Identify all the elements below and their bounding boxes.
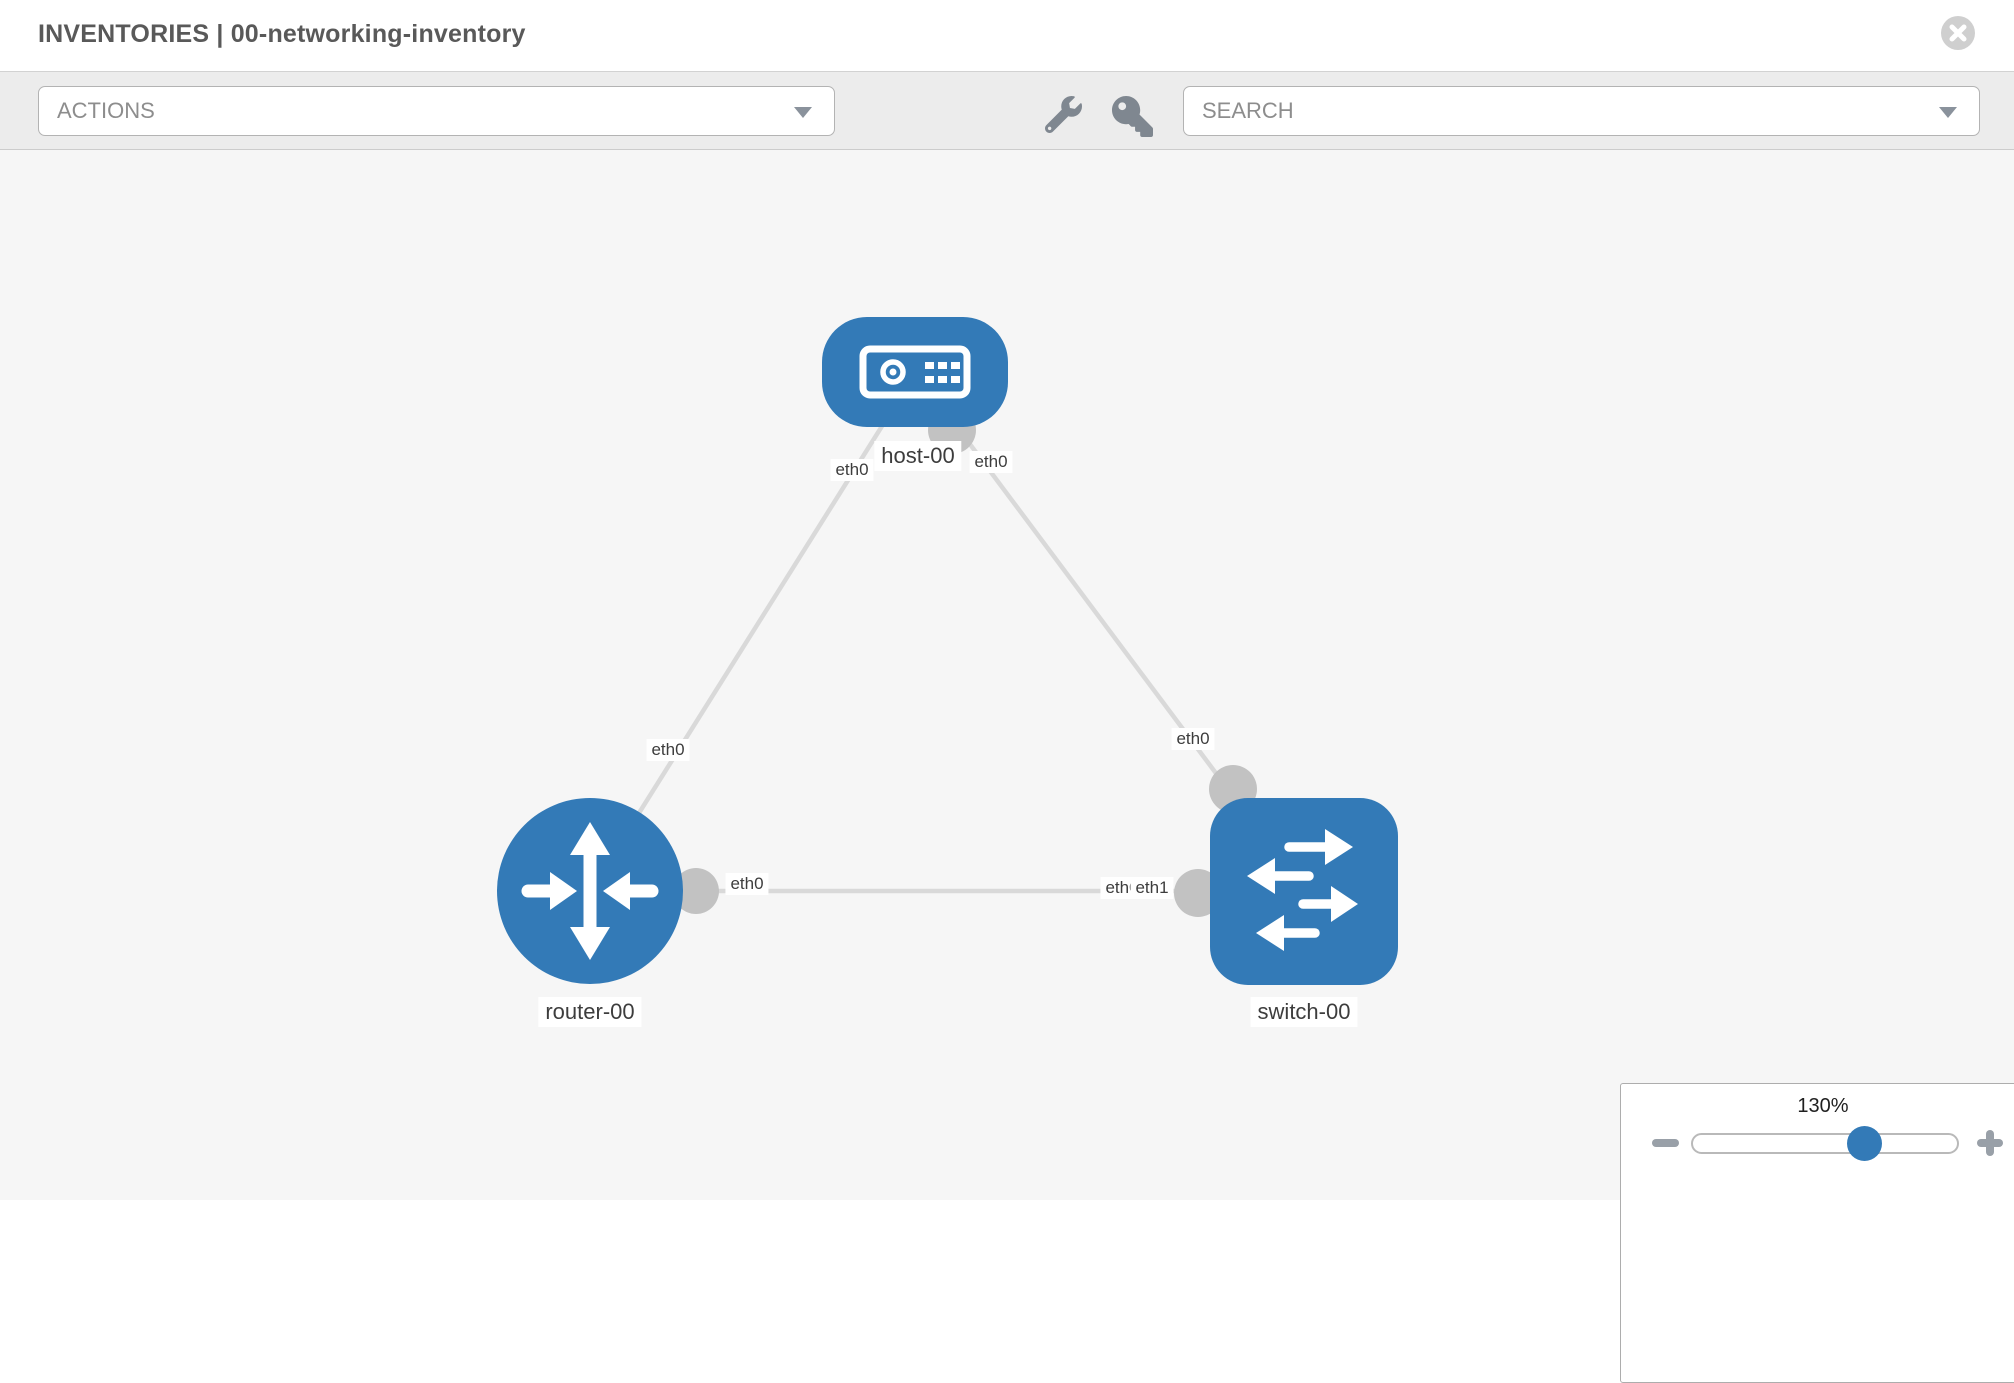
node-switch-00[interactable] (1210, 798, 1398, 985)
close-icon[interactable] (1941, 16, 1975, 50)
host-icon (859, 345, 971, 399)
node-host-00[interactable] (822, 317, 1008, 427)
interface-label: eth0 (830, 459, 874, 481)
interface-label: eth0 (725, 873, 769, 895)
node-label-router: router-00 (538, 997, 642, 1027)
key-icon[interactable] (1112, 96, 1153, 137)
chevron-down-icon (1939, 107, 1957, 118)
header: INVENTORIES | 00-networking-inventory (0, 0, 2014, 71)
zoom-level: 130% (1797, 1095, 1849, 1117)
switch-icon (1247, 829, 1358, 951)
interface-label: eth1 (1130, 877, 1174, 899)
close-x-glyph (1949, 24, 1967, 42)
interface-label: eth0 (1171, 728, 1215, 750)
topology-canvas[interactable]: eth0 eth0 eth0 eth0 eth0 eth0 eth1 host-… (0, 150, 2014, 1383)
page-title: INVENTORIES | 00-networking-inventory (38, 20, 526, 48)
zoom-out-icon[interactable] (1652, 1139, 1679, 1147)
router-icon (521, 822, 659, 960)
search-placeholder: SEARCH (1202, 98, 1294, 123)
zoom-slider-track[interactable] (1691, 1133, 1959, 1154)
node-label-switch: switch-00 (1250, 997, 1358, 1027)
node-label-host: host-00 (874, 441, 962, 471)
link-host-router[interactable] (588, 370, 918, 893)
actions-dropdown[interactable]: ACTIONS (38, 86, 835, 136)
search-input[interactable]: SEARCH (1183, 86, 1980, 136)
interface-label: eth0 (646, 739, 690, 761)
toolbar: ACTIONS SEARCH (0, 71, 2014, 150)
zoom-control-panel: 130% (1620, 1083, 2014, 1383)
chevron-down-icon (794, 107, 812, 118)
plus-v-bar (1986, 1130, 1994, 1156)
actions-dropdown-label: ACTIONS (57, 98, 155, 123)
zoom-in-icon[interactable] (1973, 1126, 2007, 1160)
node-router-00[interactable] (497, 798, 683, 984)
wrench-icon[interactable] (1045, 96, 1082, 133)
zoom-slider-knob[interactable] (1847, 1126, 1882, 1161)
interface-label: eth0 (969, 451, 1013, 473)
interface-port[interactable] (673, 868, 719, 914)
